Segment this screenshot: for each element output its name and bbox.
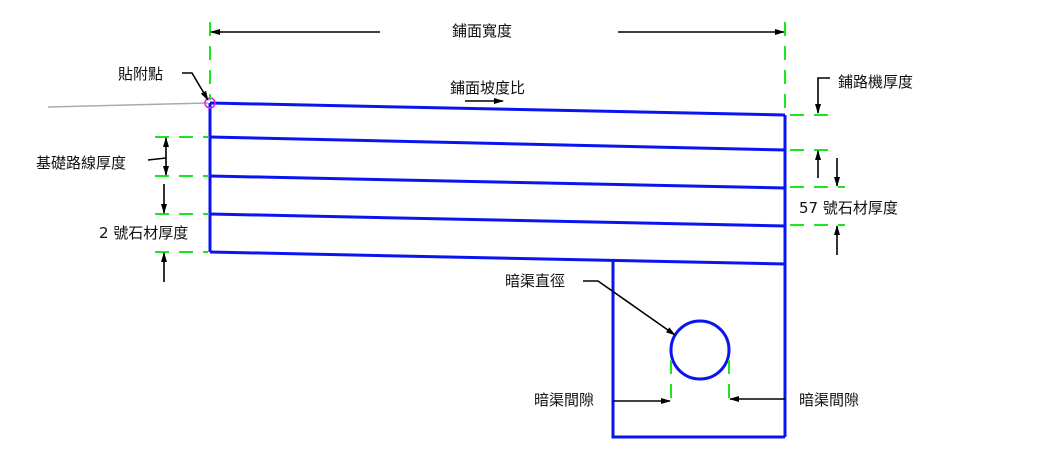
- dimension-arrows: [147, 29, 840, 404]
- layer-line: [209, 135, 786, 152]
- underdrain-clearance-right-label: 暗渠間隙: [799, 391, 859, 409]
- underdrain-trench: [611, 261, 785, 439]
- paver-thickness-label: 鋪路機厚度: [838, 73, 913, 91]
- underdrain-pipe: [669, 319, 731, 381]
- stone-no2-thickness-label: 2 號石材厚度: [99, 224, 188, 242]
- ground-line: [47, 102, 209, 108]
- underdrain-diameter-label: 暗渠直徑: [505, 272, 565, 290]
- stone-no57-thickness-label: 57 號石材厚度: [799, 199, 898, 217]
- underdrain-clearance-left-label: 暗渠間隙: [534, 391, 594, 409]
- anchor-point-label: 貼附點: [118, 65, 163, 83]
- surface-line: [209, 101, 786, 117]
- layer-line: [209, 174, 786, 190]
- pavement-width-label: 鋪面寬度: [452, 22, 512, 40]
- layer-line: [209, 250, 786, 266]
- base-course-thickness-label: 基礎路線厚度: [36, 154, 126, 172]
- pavement-slope-label: 鋪面坡度比: [450, 79, 525, 97]
- layer-line: [209, 212, 786, 228]
- pavement-layers: [208, 101, 787, 439]
